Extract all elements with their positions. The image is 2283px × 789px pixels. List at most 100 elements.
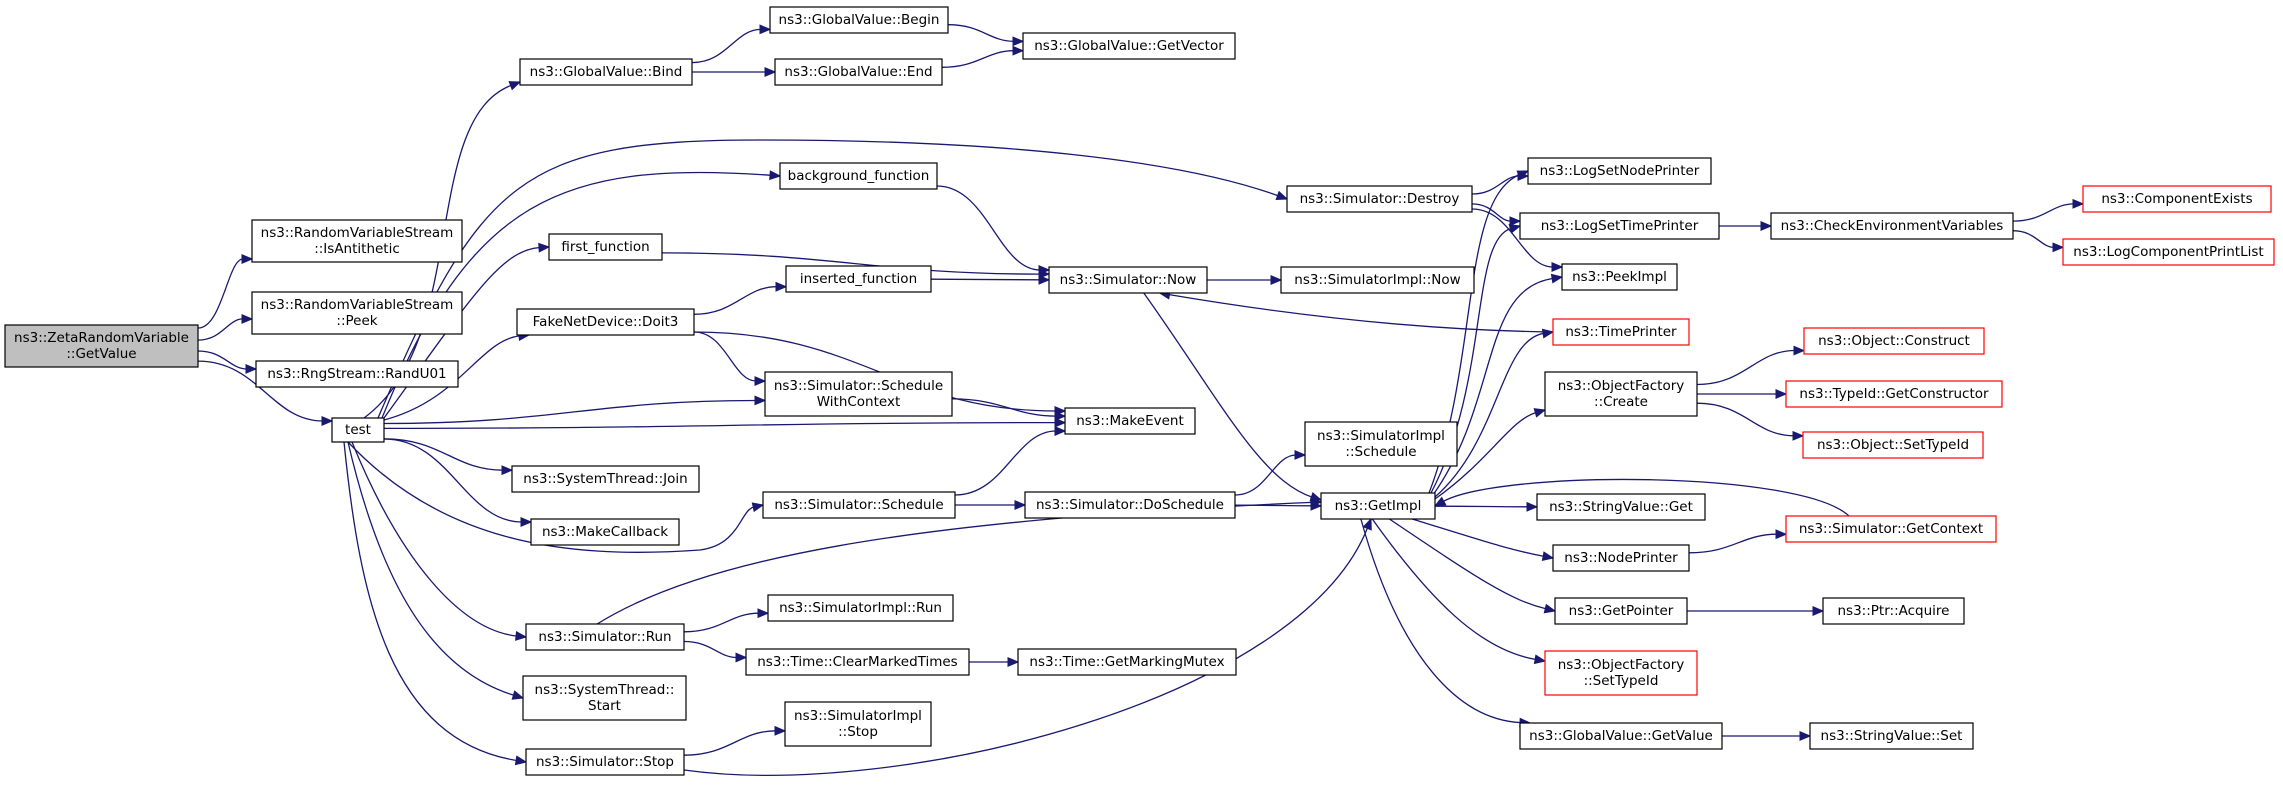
node-getpointer[interactable]: ns3::GetPointer xyxy=(1554,597,1688,625)
node-simstop[interactable]: ns3::Simulator::Stop xyxy=(525,748,685,776)
node-ofcreate[interactable]: ns3::ObjectFactory::Create xyxy=(1544,371,1698,417)
edge-getimpl-to-stringvalueget xyxy=(1434,505,1529,508)
node-simnow[interactable]: ns3::Simulator::Now xyxy=(1048,266,1208,294)
edge-test-to-stjoin xyxy=(383,438,504,471)
node-simdoschedule[interactable]: ns3::Simulator::DoSchedule xyxy=(1024,491,1236,519)
edge-simrun-to-getimpl xyxy=(596,501,1313,625)
edge-gvbegin-to-gvgetvector-arrowhead xyxy=(1012,36,1025,47)
edge-test-to-simstop xyxy=(343,441,518,762)
edge-test-to-ststart-arrowhead xyxy=(511,690,525,700)
node-makeevent[interactable]: ns3::MakeEvent xyxy=(1064,407,1196,435)
node-label: test xyxy=(345,422,371,438)
node-label: FakeNetDevice::Doit3 xyxy=(533,314,679,330)
node-gvgetvalue[interactable]: ns3::GlobalValue::GetValue xyxy=(1519,722,1723,750)
node-ptracquire[interactable]: ns3::Ptr::Acquire xyxy=(1822,597,1965,625)
edge-test-to-bgfunc xyxy=(381,171,772,419)
node-checkenv[interactable]: ns3::CheckEnvironmentVariables xyxy=(1770,212,2014,240)
edge-test-to-simstop-arrowhead xyxy=(514,755,528,766)
node-label: ::Stop xyxy=(838,724,878,740)
edge-getvalue-to-test xyxy=(197,360,324,422)
node-gvbegin[interactable]: ns3::GlobalValue::Begin xyxy=(769,6,949,34)
node-label: ::SetTypeId xyxy=(1584,673,1659,689)
edge-getvalue-to-test-arrowhead xyxy=(321,416,334,426)
node-gvend[interactable]: ns3::GlobalValue::End xyxy=(774,58,943,86)
node-nodeprinter[interactable]: ns3::NodePrinter xyxy=(1552,544,1690,572)
node-stringvalueset[interactable]: ns3::StringValue::Set xyxy=(1809,722,1974,750)
node-gvgetvector[interactable]: ns3::GlobalValue::GetVector xyxy=(1022,32,1236,60)
node-label: ns3::Simulator::GetContext xyxy=(1799,521,1983,537)
edge-test-to-makeevent xyxy=(383,421,1057,430)
edge-doit3-to-schedctx-arrowhead xyxy=(754,376,767,386)
edge-test-to-schedctx xyxy=(383,399,757,425)
node-simimplrun[interactable]: ns3::SimulatorImpl::Run xyxy=(767,594,954,622)
node-label: ns3::RandomVariableStream xyxy=(261,225,454,241)
edge-simschedule-to-makeevent xyxy=(954,430,1057,496)
node-typeidgetctor[interactable]: ns3::TypeId::GetConstructor xyxy=(1785,380,2003,408)
edge-insfunc-to-simnow-arrowhead xyxy=(1038,274,1051,285)
node-simrun[interactable]: ns3::Simulator::Run xyxy=(525,623,685,651)
node-peek[interactable]: ns3::RandomVariableStream::Peek xyxy=(251,291,463,335)
node-doit3[interactable]: FakeNetDevice::Doit3 xyxy=(516,308,695,336)
edge-schedctx-to-makeevent-arrowhead xyxy=(1054,411,1067,422)
node-logtimeprinter[interactable]: ns3::LogSetTimePrinter xyxy=(1519,212,1720,240)
node-randu01[interactable]: ns3::RngStream::RandU01 xyxy=(255,360,459,388)
node-simschedule[interactable]: ns3::Simulator::Schedule xyxy=(762,491,956,519)
node-simimplstop[interactable]: ns3::SimulatorImpl::Stop xyxy=(784,701,932,747)
node-ofsettypeid[interactable]: ns3::ObjectFactory::SetTypeId xyxy=(1544,650,1698,696)
node-box xyxy=(1280,266,1475,294)
node-simimplschedule[interactable]: ns3::SimulatorImpl::Schedule xyxy=(1304,421,1458,467)
node-logcomplist[interactable]: ns3::LogComponentPrintList xyxy=(2062,238,2275,266)
node-getvalue[interactable]: ns3::ZetaRandomVariable::GetValue xyxy=(4,324,199,368)
node-label: ns3::Simulator::Schedule xyxy=(774,378,943,394)
node-test[interactable]: test xyxy=(331,417,385,443)
node-peekimpl[interactable]: ns3::PeekImpl xyxy=(1561,263,1678,291)
node-makecallback[interactable]: ns3::MakeCallback xyxy=(530,518,680,546)
node-simgetcontext[interactable]: ns3::Simulator::GetContext xyxy=(1785,515,1997,543)
edge-test-to-schedctx-arrowhead xyxy=(754,395,767,406)
edge-getvalue-to-peek-arrowhead xyxy=(241,313,254,324)
node-stringvalueget[interactable]: ns3::StringValue::Get xyxy=(1536,493,1706,521)
node-clearmarked[interactable]: ns3::Time::ClearMarkedTimes xyxy=(745,648,970,676)
edge-checkenv-to-compexists-arrowhead xyxy=(2072,198,2085,209)
edge-test-to-ststart xyxy=(347,441,515,697)
edge-getvalue-to-randu01-arrowhead xyxy=(245,364,258,374)
node-timeprinter[interactable]: ns3::TimePrinter xyxy=(1552,318,1690,346)
edge-getimpl-to-timeprinter xyxy=(1434,332,1545,498)
node-label: ::Schedule xyxy=(1345,444,1416,460)
node-box xyxy=(522,675,687,721)
node-box xyxy=(2082,185,2272,213)
node-getimpl[interactable]: ns3::GetImpl xyxy=(1320,492,1436,520)
node-label: ns3::ZetaRandomVariable xyxy=(14,330,189,346)
node-box xyxy=(331,417,385,443)
node-label: ns3::LogSetTimePrinter xyxy=(1541,218,1699,234)
node-stjoin[interactable]: ns3::SystemThread::Join xyxy=(511,465,700,493)
node-label: ns3::SimulatorImpl::Now xyxy=(1294,272,1460,288)
node-label: ns3::LogSetNodePrinter xyxy=(1540,163,1700,179)
node-objsettypeid[interactable]: ns3::Object::SetTypeId xyxy=(1802,431,1984,459)
node-lognodeprinter[interactable]: ns3::LogSetNodePrinter xyxy=(1527,157,1712,185)
edge-getimpl-to-ofsettypeid xyxy=(1371,518,1537,661)
node-gvbind[interactable]: ns3::GlobalValue::Bind xyxy=(519,58,693,86)
node-firstfunc[interactable]: first_function xyxy=(548,233,663,261)
node-simdestroy[interactable]: ns3::Simulator::Destroy xyxy=(1286,185,1473,213)
node-label: ns3::SimulatorImpl::Run xyxy=(779,600,942,616)
node-isanti[interactable]: ns3::RandomVariableStream::IsAntithetic xyxy=(251,219,463,263)
edge-test-to-makecallback xyxy=(383,438,523,523)
edge-test-to-makeevent-arrowhead xyxy=(1054,417,1067,428)
node-simimplnow[interactable]: ns3::SimulatorImpl::Now xyxy=(1280,266,1475,294)
node-insfunc[interactable]: inserted_function xyxy=(785,265,932,293)
node-getmarkingmutex[interactable]: ns3::Time::GetMarkingMutex xyxy=(1017,648,1237,676)
edge-test-to-simrun xyxy=(351,441,518,637)
node-bgfunc[interactable]: background_function xyxy=(779,162,938,190)
edge-checkenv-to-logcomplist-arrowhead xyxy=(2052,242,2065,253)
node-ststart[interactable]: ns3::SystemThread::Start xyxy=(522,675,687,721)
node-compexists[interactable]: ns3::ComponentExists xyxy=(2082,185,2272,213)
node-label: ns3::GlobalValue::Begin xyxy=(779,12,940,28)
node-label: first_function xyxy=(561,239,649,255)
node-objconstruct[interactable]: ns3::Object::Construct xyxy=(1803,327,1985,355)
edge-test-to-simschedule-arrowhead xyxy=(751,502,765,513)
node-label: ns3::GetPointer xyxy=(1569,603,1674,619)
node-box xyxy=(1770,212,2014,240)
